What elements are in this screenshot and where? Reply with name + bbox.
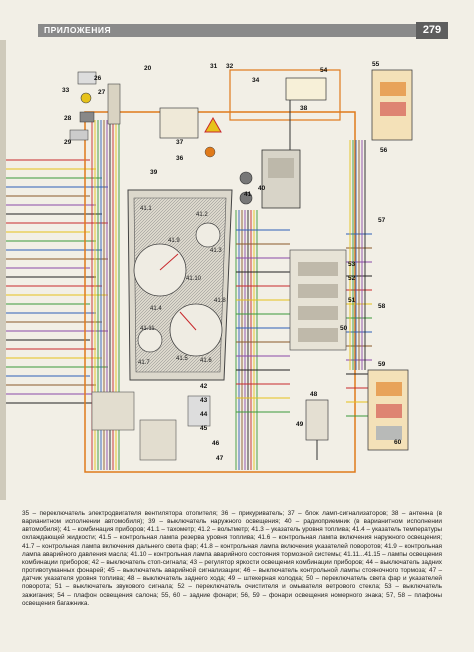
left-harness (6, 159, 108, 404)
component-label: 26 (94, 75, 102, 82)
radio-40 (239, 100, 301, 209)
lower-connectors (91, 391, 211, 461)
component-label: 55 (372, 61, 380, 68)
component-label: 46 (212, 440, 220, 447)
page-number: 279 (416, 22, 448, 39)
warning-lamps-37 (159, 107, 222, 158)
component-label: 37 (176, 139, 184, 146)
component-label: 42 (200, 383, 208, 390)
component-label: 56 (380, 147, 388, 154)
component-label: 39 (150, 169, 158, 176)
gauge-label: 41.8 (214, 298, 226, 304)
component-label: 32 (226, 63, 234, 70)
instrument-cluster (127, 189, 233, 381)
panel-frame (84, 111, 356, 473)
component-label: 47 (216, 455, 224, 462)
component-label: 43 (200, 397, 208, 404)
component-label: 20 (144, 65, 152, 72)
gauge-label: 41.4 (150, 306, 162, 312)
gauge-label: 41.11 (140, 326, 155, 332)
component-label: 48 (310, 391, 318, 398)
component-label: 40 (258, 185, 266, 192)
component-label: 29 (64, 139, 72, 146)
interior-light-54 (285, 77, 327, 101)
component-label: 60 (394, 439, 402, 446)
component-label: 58 (378, 303, 386, 310)
rear-lamp-55 (371, 69, 413, 141)
component-label: 45 (200, 425, 208, 432)
component-label: 38 (300, 105, 308, 112)
wiring-diagram: 20 31 32 34 54 55 26 27 33 28 29 36 37 39 38 40 41 42 43 44… (0, 40, 413, 500)
component-label: 52 (348, 275, 356, 282)
component-label: 49 (296, 421, 304, 428)
gauge-label: 41.5 (176, 356, 188, 362)
switch-block (289, 249, 347, 351)
component-label: 27 (98, 89, 106, 96)
component-label: 31 (210, 63, 218, 70)
gauge-labels: 41.1 41.2 41.3 41.4 41.5 41.6 41.7 41.8 41.9 41.1… (138, 206, 226, 366)
lamp-frame (229, 69, 341, 121)
component-label: 51 (348, 297, 356, 304)
gauge-label: 41.6 (200, 358, 212, 364)
connector-49 (305, 399, 329, 460)
section-header: ПРИЛОЖЕНИЯ (38, 24, 416, 37)
component-label: 28 (64, 115, 72, 122)
gauge-label: 41.10 (186, 276, 202, 282)
component-label: 59 (378, 361, 386, 368)
component-label: 53 (348, 261, 356, 268)
component-label: 54 (320, 67, 328, 74)
component-label: 33 (62, 87, 70, 94)
page-fold (0, 40, 6, 500)
component-label: 36 (176, 155, 184, 162)
component-label: 41 (244, 191, 252, 198)
component-labels: 20 31 32 34 54 55 26 27 33 28 29 36 37 39 38 40 41 42 43 44… (62, 61, 402, 462)
section-title: ПРИЛОЖЕНИЯ (44, 25, 112, 35)
gauge-label: 41.2 (196, 212, 208, 218)
gauge-label: 41.7 (138, 360, 150, 366)
component-label: 57 (378, 217, 386, 224)
left-components (69, 71, 121, 141)
component-label: 50 (340, 325, 348, 332)
gauge-label: 41.1 (140, 206, 152, 212)
gauge-label: 41.3 (210, 248, 222, 254)
component-label: 44 (200, 411, 208, 418)
figure-caption: 35 – переключатель электродвигателя вент… (22, 510, 442, 607)
component-label: 34 (252, 77, 260, 84)
rear-lamp-60 (367, 369, 409, 451)
gauge-label: 41.9 (168, 238, 180, 244)
